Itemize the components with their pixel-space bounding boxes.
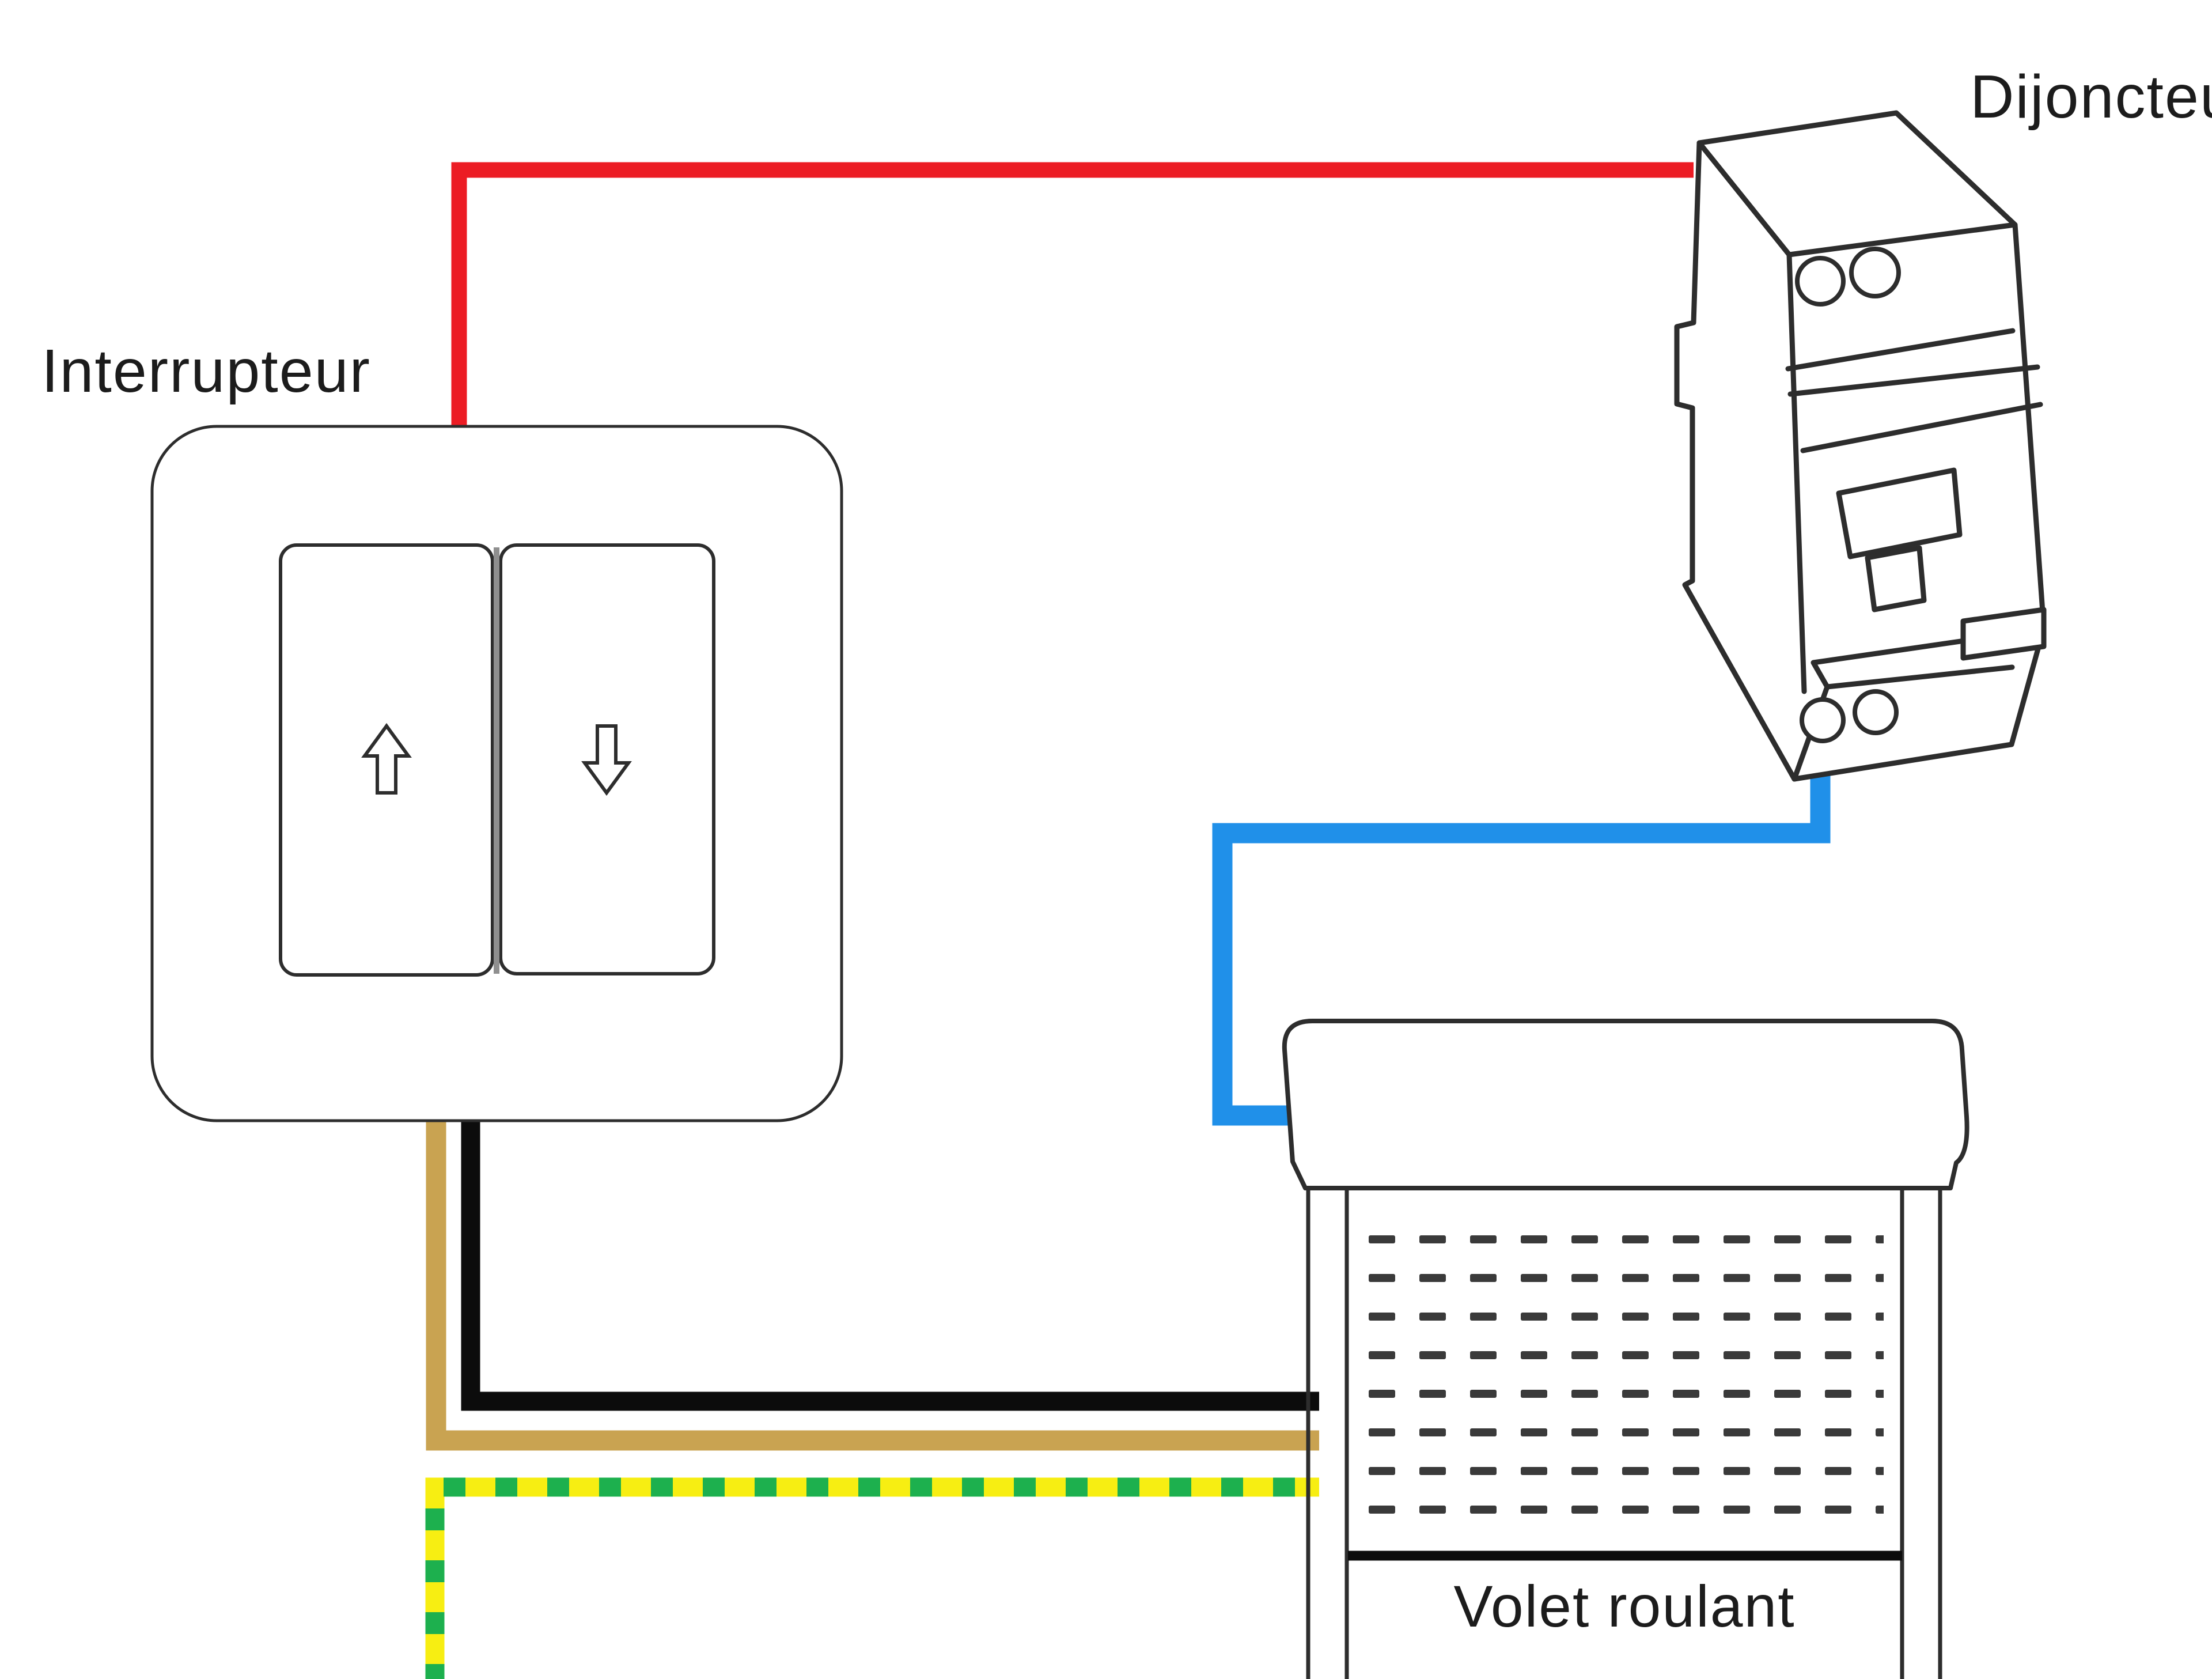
shutter-curtain-slats <box>1364 1209 1884 1529</box>
circuit-breaker <box>1674 110 2047 782</box>
breaker-top-face-edges <box>1696 140 2018 694</box>
breaker-body <box>1674 110 2047 782</box>
breaker-lever-plate[interactable] <box>1836 467 1963 559</box>
breaker-screw-top-left <box>1795 256 1846 307</box>
switch-label: Interrupteur <box>41 337 371 405</box>
red-phase-wire <box>451 162 1694 444</box>
up-arrow-icon <box>361 723 412 795</box>
breaker-lower-edges <box>1791 626 2047 782</box>
wires <box>425 162 1831 1679</box>
black-wire <box>461 1098 1319 1411</box>
breaker-screw-bottom-left <box>1800 697 1846 743</box>
blue-neutral-wire <box>1212 738 1831 1126</box>
earth-wire-yellow-base <box>425 1477 1319 1679</box>
breaker-din-tab <box>1960 607 2047 661</box>
down-arrow-icon <box>581 724 632 796</box>
breaker-screw-top-right <box>1849 247 1901 298</box>
roller-shutter <box>1282 1019 1969 1679</box>
breaker-screw-bottom-right <box>1853 689 1899 735</box>
breaker-lever-handle[interactable] <box>1865 545 1927 612</box>
shutter-box <box>1282 1019 1969 1190</box>
shutter-label: Volet roulant <box>1453 1574 1796 1639</box>
brown-wire <box>426 1098 1319 1451</box>
wall-switch <box>150 425 843 1122</box>
breaker-label: Dijoncteur <box>1970 63 2212 131</box>
earth-wire-green-dashes <box>425 1477 1319 1679</box>
breaker-step-edges <box>1785 328 2043 453</box>
